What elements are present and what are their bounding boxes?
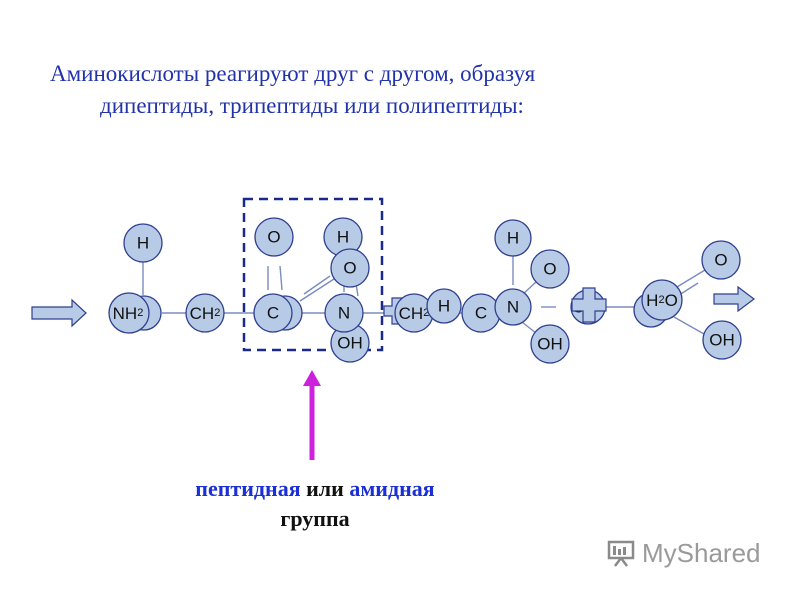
atom-ch2-2: CH2	[394, 293, 434, 333]
atom-h-top-1: H	[123, 223, 163, 263]
atom-c-2: C	[461, 293, 501, 333]
atom-o-mid-1: O	[330, 248, 370, 288]
caption-line-1: пептидная или амидная	[0, 474, 630, 504]
svg-text:CH2: CH2	[190, 304, 221, 323]
atom-c-1: C	[253, 293, 293, 333]
svg-text:C: C	[267, 304, 279, 323]
atom-n-1: N	[324, 293, 364, 333]
atom-nh2: NH2	[108, 292, 150, 334]
svg-text:NH2: NH2	[113, 304, 144, 323]
atom-oh-right: OH	[702, 320, 742, 360]
svg-text:O: O	[343, 259, 356, 278]
atom-ch2-1: CH2	[185, 293, 225, 333]
caption: пептидная или амидная группа	[0, 474, 630, 534]
right-reaction-arrow	[713, 285, 755, 313]
atom-h-top-2: H	[323, 217, 363, 257]
svg-text:O: O	[543, 260, 556, 279]
svg-text:C: C	[475, 304, 487, 323]
svg-text:CH2: CH2	[399, 304, 430, 323]
svg-text:N: N	[507, 298, 519, 317]
atom-n-2: N	[494, 288, 532, 326]
svg-text:O: O	[714, 251, 727, 270]
svg-text:H: H	[337, 228, 349, 247]
caption-peptide: пептидная	[195, 476, 301, 501]
svg-text:H2O: H2O	[646, 291, 678, 310]
title-line-2: дипептиды, трипептиды или полипептиды:	[100, 93, 524, 118]
caption-group: группа	[280, 506, 350, 531]
atom-oh-2: OH	[530, 324, 570, 364]
svg-text:O: O	[267, 228, 280, 247]
svg-text:N: N	[338, 304, 350, 323]
caption-or: или	[306, 476, 344, 501]
svg-text:H: H	[438, 297, 450, 316]
atom-o-mid-2: O	[530, 249, 570, 289]
caption-amide: амидная	[349, 476, 435, 501]
atom-h-mid: H	[426, 288, 462, 324]
peptide-group-box	[242, 197, 384, 352]
title-line-1: Аминокислоты реагируют друг с другом, об…	[50, 61, 536, 86]
svg-text:H: H	[507, 229, 519, 248]
myshared-logo: MyShared	[606, 536, 761, 570]
atom-o-right: O	[701, 240, 741, 280]
left-reaction-arrow	[31, 298, 87, 328]
svg-text:OH: OH	[709, 331, 735, 350]
atom-o-top-1: O	[254, 217, 294, 257]
presentation-board-icon	[607, 540, 635, 567]
logo-text: MyShared	[642, 537, 761, 568]
atom-h2o: H2O	[641, 279, 683, 321]
pointer-arrow	[303, 370, 321, 460]
atom-oh-1: OH	[330, 323, 370, 363]
svg-text:H: H	[137, 234, 149, 253]
atom-h-top-3: H	[494, 219, 532, 257]
svg-text:OH: OH	[537, 335, 563, 354]
plus-sign-2	[571, 287, 607, 323]
svg-text:OH: OH	[337, 334, 363, 353]
